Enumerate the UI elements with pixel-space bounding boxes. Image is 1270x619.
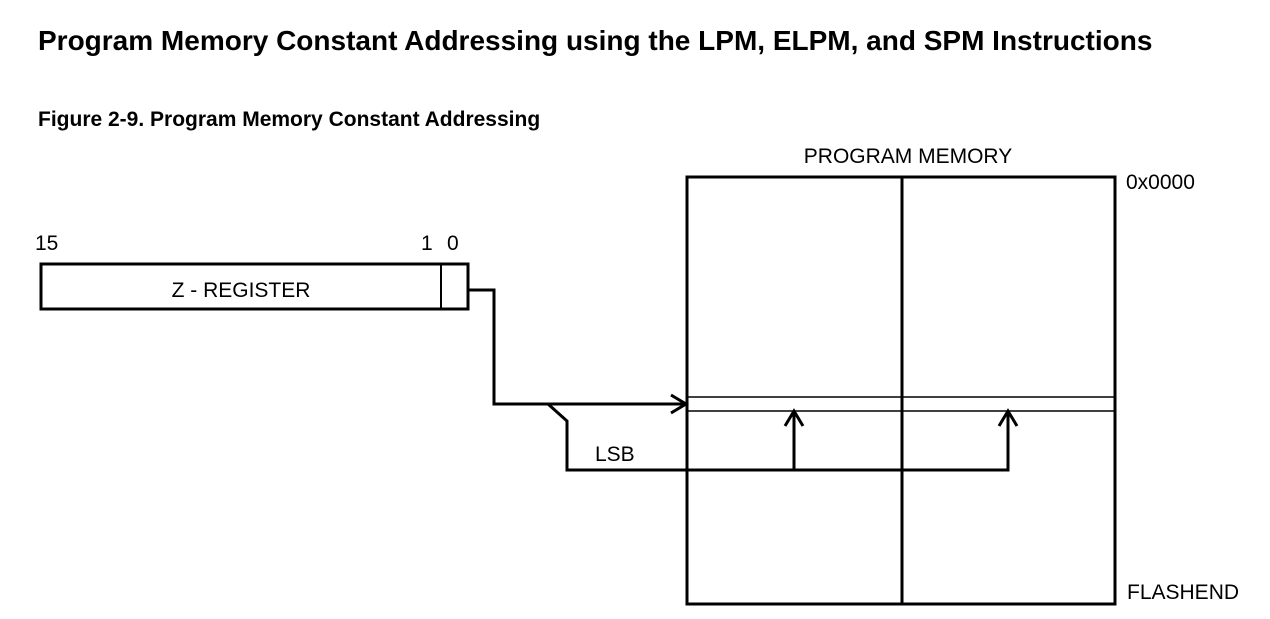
start-address-label: 0x0000 <box>1126 171 1195 194</box>
byte-select-arrows <box>687 408 1019 472</box>
program-memory-label: PROGRAM MEMORY <box>804 145 1012 168</box>
z-register-bit-1-label: 1 <box>421 232 433 255</box>
address-path <box>468 288 689 415</box>
z-register-box <box>39 262 470 311</box>
lsb-label: LSB <box>595 443 635 466</box>
figure-caption: Figure 2-9. Program Memory Constant Addr… <box>38 108 541 131</box>
z-register-label: Z - REGISTER <box>172 279 311 302</box>
z-register-bit-0-label: 0 <box>447 232 459 255</box>
byte-select-line <box>687 414 1010 472</box>
program-memory: PROGRAM MEMORY 0x0000 FLASHEND <box>685 145 1239 606</box>
high-byte-arrowhead <box>997 408 1019 427</box>
end-address-label: FLASHEND <box>1127 581 1239 604</box>
lsb-path: LSB <box>546 402 687 472</box>
section-title: Program Memory Constant Addressing using… <box>38 25 1153 56</box>
z-register-bit-15-label: 15 <box>35 232 58 255</box>
lsb-line <box>546 402 687 472</box>
low-byte-arrowhead <box>783 408 805 427</box>
address-line <box>468 288 684 406</box>
z-register: Z - REGISTER 15 1 0 <box>35 232 470 311</box>
